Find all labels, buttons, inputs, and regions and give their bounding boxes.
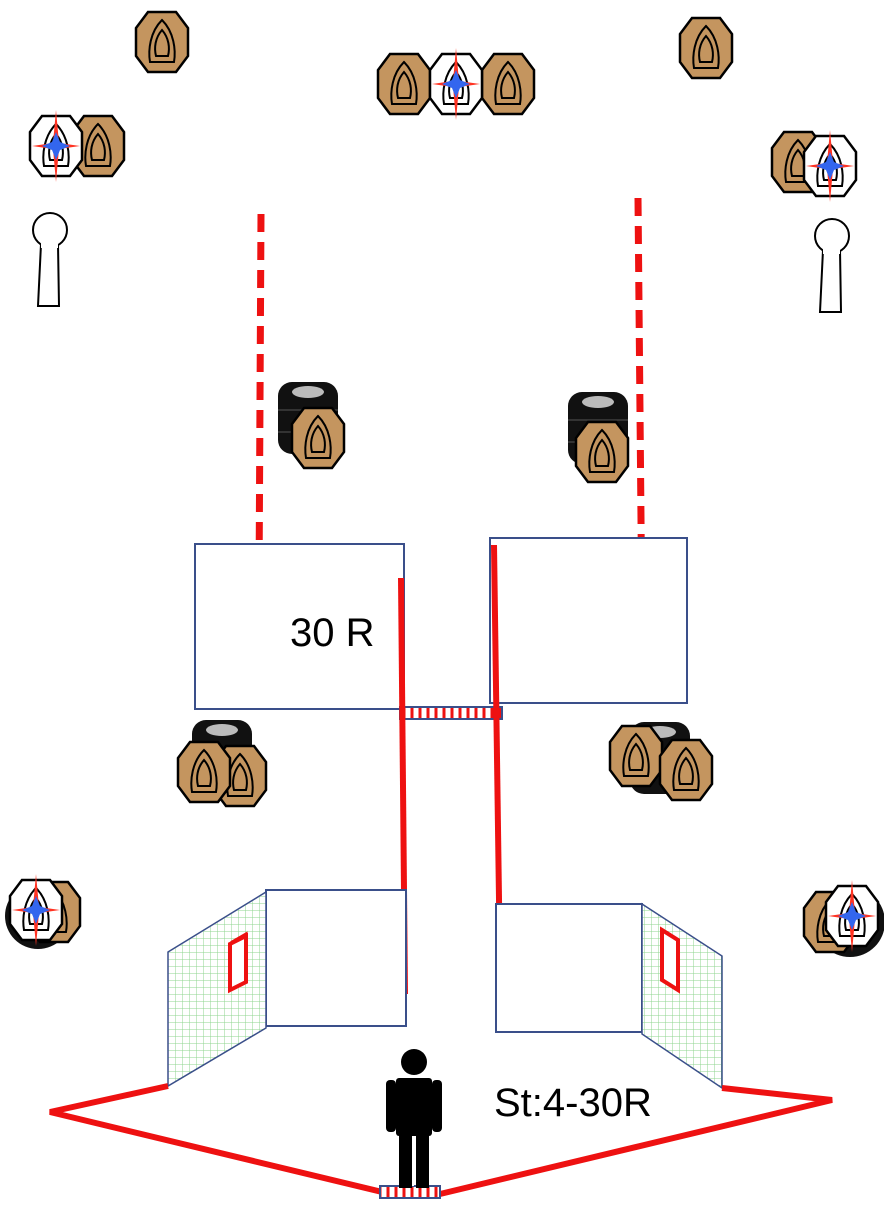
popper-icon bbox=[814, 218, 850, 313]
dashed-fault-line bbox=[634, 197, 646, 627]
mesh-wall-right bbox=[641, 902, 723, 1090]
paper-target bbox=[678, 16, 734, 80]
window-port-right bbox=[660, 926, 680, 994]
wall-box-lower-left bbox=[265, 889, 407, 1027]
box-label: 30 R bbox=[290, 611, 375, 655]
paper-target bbox=[176, 740, 232, 804]
dashed-fault-line bbox=[255, 213, 265, 587]
no-shoot-barrel-right bbox=[802, 878, 884, 957]
popper-icon bbox=[32, 212, 68, 307]
shooter-icon bbox=[386, 1049, 442, 1188]
paper-target bbox=[574, 420, 630, 484]
paper-target bbox=[480, 52, 536, 116]
no-shoot-target bbox=[428, 46, 484, 122]
window-port-left bbox=[228, 932, 248, 994]
no-shoot-barrel-left bbox=[5, 872, 82, 949]
wall-box-lower-right bbox=[495, 903, 643, 1033]
wall-box-right bbox=[489, 537, 688, 704]
paper-target bbox=[290, 406, 346, 470]
shooting-area-left bbox=[49, 1083, 383, 1195]
shooting-area-right bbox=[439, 1085, 833, 1197]
mesh-wall-left bbox=[167, 890, 267, 1088]
paper-target bbox=[608, 724, 664, 788]
paper-target bbox=[376, 52, 432, 116]
wall-box-left bbox=[194, 543, 405, 710]
paper-target bbox=[658, 738, 714, 802]
stage-title: St:4-30R bbox=[494, 1081, 652, 1125]
no-shoot-target bbox=[28, 108, 84, 184]
fault-line-right bbox=[491, 544, 503, 971]
port-ladder bbox=[399, 706, 503, 720]
paper-target bbox=[134, 10, 190, 74]
no-shoot-target bbox=[802, 128, 858, 204]
